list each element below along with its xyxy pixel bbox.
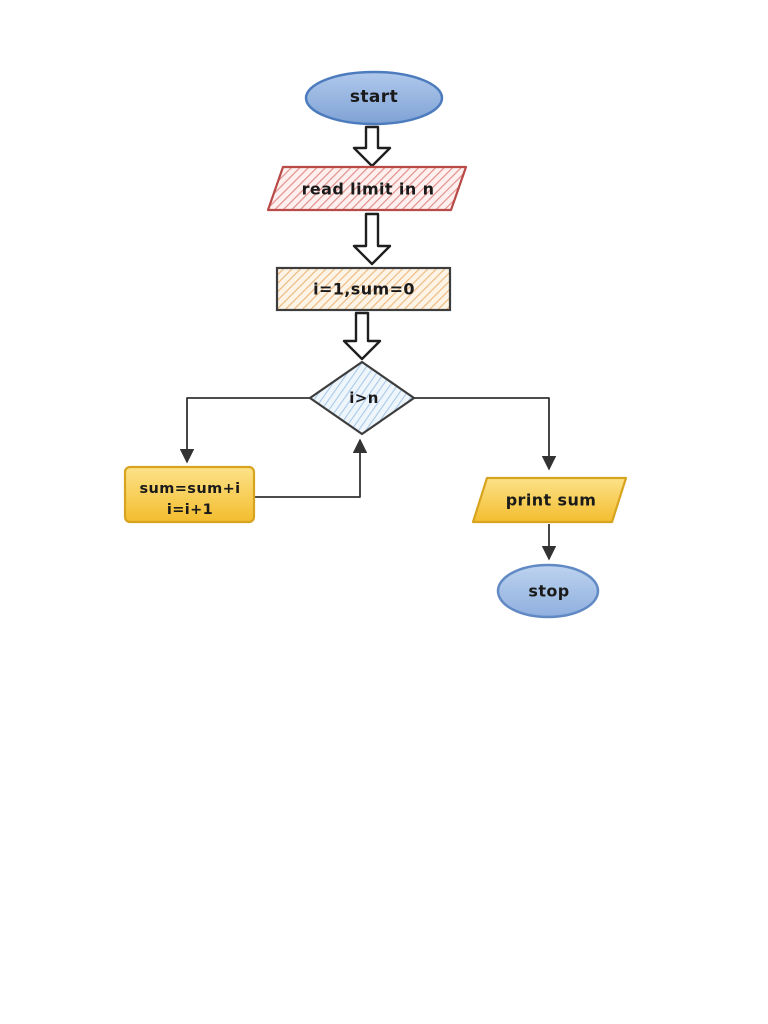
node-stop-label: stop — [528, 581, 570, 601]
node-loop-body-label-line1: sum=sum+i — [139, 481, 241, 497]
node-init-label: i=1,sum=0 — [313, 279, 415, 299]
edge-decision-to-print-sum — [414, 397, 557, 471]
node-stop-shape — [496, 563, 600, 619]
edge-loop-body-to-decision — [254, 438, 368, 498]
node-decision-label: i>n — [349, 389, 379, 407]
node-loop-body-shape — [123, 465, 256, 524]
node-print-sum-label: print sum — [505, 490, 597, 510]
block-arrow-read-to-init — [352, 212, 392, 266]
block-arrow-init-to-decision — [342, 311, 382, 361]
node-loop-body-label-line2: i=i+1 — [166, 502, 214, 518]
node-init-shape — [275, 266, 452, 312]
node-read-input-label: read limit in n — [301, 179, 435, 199]
node-start-label: start — [349, 87, 399, 107]
node-read-input-shape — [266, 165, 468, 212]
edge-decision-to-loop-body — [179, 397, 310, 464]
node-decision-shape — [308, 360, 416, 436]
node-start-shape — [304, 70, 444, 126]
block-arrow-start-to-read — [352, 125, 392, 168]
node-print-sum-shape — [471, 476, 628, 524]
